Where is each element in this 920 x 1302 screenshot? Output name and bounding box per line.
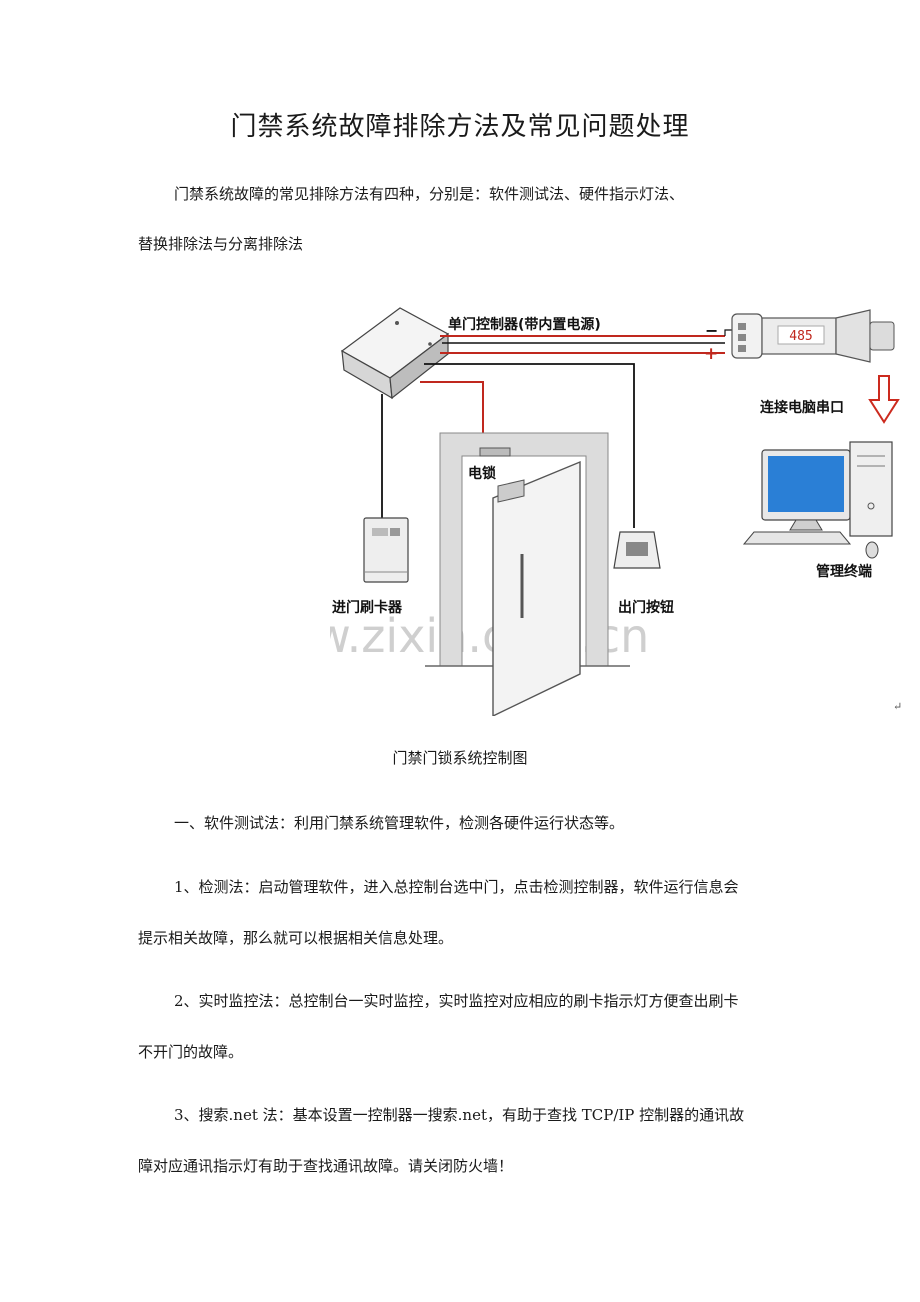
card-reader-label: 进门刷卡器 (332, 599, 403, 616)
figure-caption: 门禁门锁系统控制图 (392, 749, 528, 767)
return-mark: ↵ (893, 700, 903, 713)
item3-line-2: 障对应通讯指示灯有助于查找通讯故障。请关闭防火墙！ (138, 1157, 514, 1175)
controller-label: 单门控制器(带内置电源) (448, 316, 601, 333)
exit-button-device (613, 531, 661, 569)
intro-line-1: 门禁系统故障的常见排除方法有四种，分别是：软件测试法、硬件指示灯法、 (174, 185, 685, 203)
item2-line-1: 2、实时监控法：总控制台一实时监控，实时监控对应相应的刷卡指示灯方便查出刷卡 (174, 992, 739, 1010)
diagram-svg: www.zixin.com.cn (330, 307, 900, 716)
computer-terminal (742, 441, 893, 559)
page-title: 门禁系统故障排除方法及常见问题处理 (230, 112, 690, 142)
lock-device (479, 447, 511, 457)
door-leaf (492, 460, 581, 716)
controller-box (340, 307, 450, 400)
down-arrow-icon (868, 375, 900, 424)
access-control-diagram: www.zixin.com.cn (330, 296, 910, 716)
item3-line-1: 3、搜索.net 法：基本设置一控制器一搜索.net，有助于查找 TCP/IP … (174, 1106, 745, 1124)
serial-port-label: 连接电脑串口 (760, 399, 844, 416)
rs485-converter: 485 (731, 309, 895, 363)
plus-mark: + (704, 344, 718, 364)
lock-label: 电锁 (468, 465, 496, 482)
card-reader (363, 517, 409, 583)
terminal-label: 管理终端 (816, 563, 872, 580)
item1-line-1: 1、检测法：启动管理软件，进入总控制台选中门，点击检测控制器，软件运行信息会 (174, 878, 739, 896)
intro-line-2: 替换排除法与分离排除法 (138, 235, 304, 253)
converter-label: 485 (789, 329, 812, 344)
minus-mark: − (705, 321, 718, 340)
item1-line-2: 提示相关故障，那么就可以根据相关信息处理。 (138, 929, 454, 947)
section1-heading: 一、软件测试法：利用门禁系统管理软件，检测各硬件运行状态等。 (174, 814, 625, 832)
item2-line-2: 不开门的故障。 (138, 1043, 244, 1061)
exit-button-label: 出门按钮 (618, 599, 674, 616)
